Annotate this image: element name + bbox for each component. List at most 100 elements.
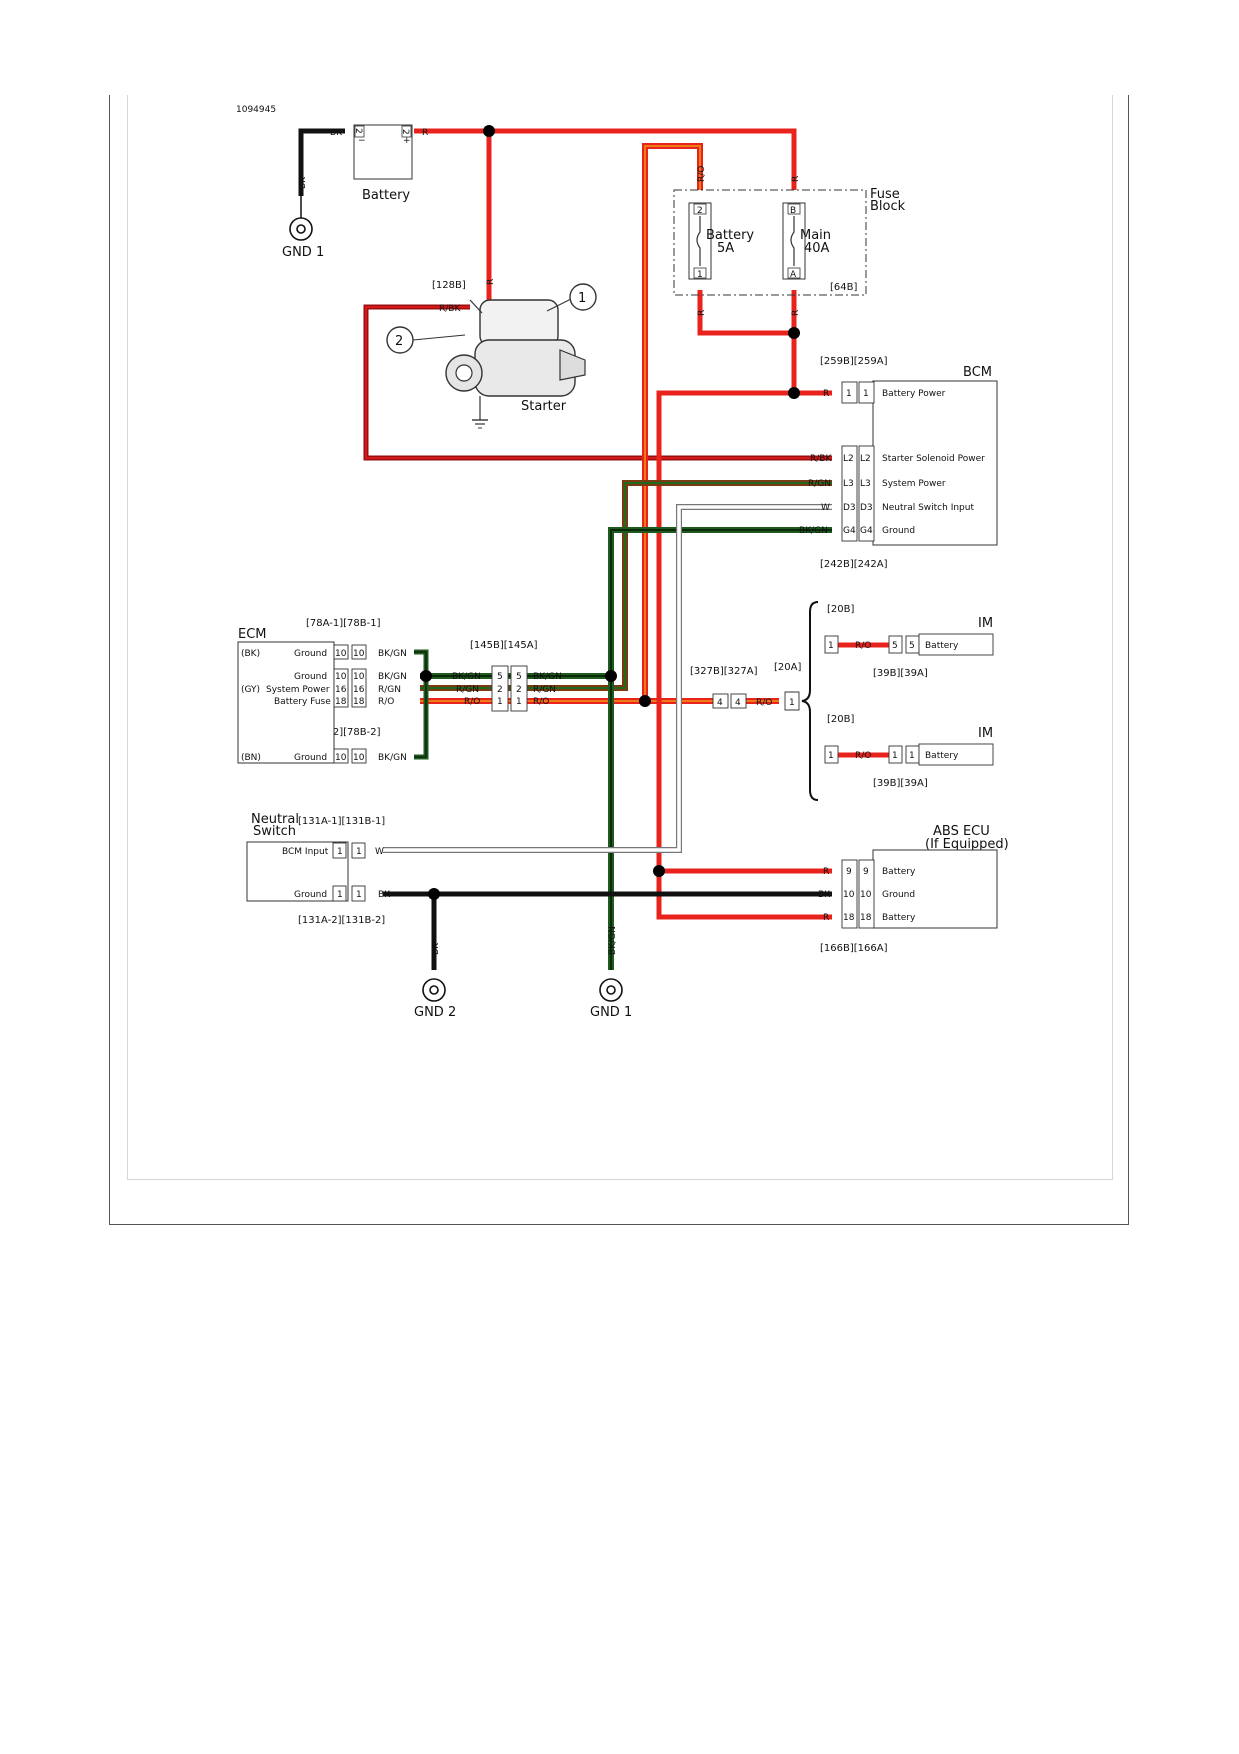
wire-code-ro: R/O bbox=[855, 751, 871, 761]
inline-connector-327: [327B][327A] [20A] 4 4 R/O 1 bbox=[690, 601, 819, 801]
neutral-connector-top: [131A-1][131B-1] bbox=[298, 816, 385, 827]
ecm-pin: 18 bbox=[353, 697, 365, 707]
wire-code-r: R bbox=[823, 913, 829, 923]
battery: 2 2 − + Battery BK R bbox=[330, 124, 428, 203]
wire-code-ro: R/O bbox=[855, 641, 871, 651]
neutral-switch: Neutral Switch [131A-1][131B-1] [131A-2]… bbox=[246, 812, 391, 926]
ecm-tag: (BN) bbox=[241, 753, 261, 763]
wire-code-bkgn: BK/GN bbox=[452, 672, 481, 682]
ecm-tag: (GY) bbox=[241, 685, 260, 695]
abs-pin: 9 bbox=[846, 867, 852, 877]
wire-code-r: R bbox=[486, 279, 496, 285]
neutral-circuit: Ground bbox=[294, 890, 327, 900]
page-frame bbox=[109, 95, 1129, 1225]
bcm-pin: G4 bbox=[860, 526, 873, 536]
ecm-circuit: Ground bbox=[294, 753, 327, 763]
bcm-circuit: Starter Solenoid Power bbox=[882, 454, 985, 464]
wire-code-ro: R/O bbox=[464, 697, 480, 707]
fuse-main-rating: 40A bbox=[804, 241, 830, 256]
abs-connector: [166B][166A] bbox=[820, 943, 888, 954]
neutral-pin: 1 bbox=[356, 890, 362, 900]
ecm-connector-top: [78A-1][78B-1] bbox=[306, 618, 381, 629]
starter-label: Starter bbox=[521, 399, 567, 414]
starter: [128B] R R/BK Starter 1 2 bbox=[386, 279, 597, 429]
wire-code-bk: BK bbox=[298, 176, 308, 189]
battery-pin-minus: 2 bbox=[353, 128, 363, 134]
gnd1-bottom-label: GND 1 bbox=[590, 1005, 632, 1020]
im-pin: 5 bbox=[909, 641, 915, 651]
wires bbox=[298, 128, 894, 970]
callout-2-label: 2 bbox=[395, 334, 403, 349]
wire-code-bkgn: BK/GN bbox=[533, 672, 562, 682]
splice-dot bbox=[483, 125, 495, 137]
wire-code-r: R bbox=[791, 176, 801, 182]
bcm: [259B][259A] [242B][242A] BCM 1 1 L2 L2 … bbox=[799, 356, 998, 570]
splice-connector-145: [145B][145A] 5 5 2 2 1 1 BK/GN R/GN R/O … bbox=[452, 640, 562, 712]
wire-code-rgn: R/GN bbox=[808, 479, 831, 489]
ecm: ECM [78A-1][78B-1] [78A-2][78B-2] 10 10 … bbox=[237, 618, 407, 764]
fuse-pin: A bbox=[790, 270, 797, 280]
abs-circuit: Ground bbox=[882, 890, 915, 900]
im-top: [20B] IM 1 R/O 5 5 Battery [39B][39A] bbox=[824, 604, 994, 679]
gnd2: BK GND 2 bbox=[414, 942, 456, 1020]
fuse-main-name: Main bbox=[800, 228, 831, 243]
battery-label: Battery bbox=[362, 188, 410, 203]
wire-battery-fuse-out bbox=[697, 290, 794, 336]
figure-id: 1094945 bbox=[236, 105, 276, 115]
wire-code-bkgn: BK/GN bbox=[378, 649, 407, 659]
gnd2-label: GND 2 bbox=[414, 1005, 456, 1020]
gnd1-top-label: GND 1 bbox=[282, 245, 324, 260]
inline-pin: 4 bbox=[735, 698, 741, 708]
fuse-pin: 1 bbox=[697, 270, 703, 280]
ecm-pin: 10 bbox=[335, 672, 347, 682]
bcm-pin: G4 bbox=[843, 526, 856, 536]
wire-code-rgn: R/GN bbox=[456, 685, 479, 695]
callout-2 bbox=[386, 326, 414, 354]
wire-ecm-ground-bus-stripe bbox=[414, 651, 427, 758]
splice-dot bbox=[788, 387, 800, 399]
splice-dot bbox=[639, 695, 651, 707]
neutral-connector-bottom: [131A-2][131B-2] bbox=[298, 915, 385, 926]
neutral-circuit: BCM Input bbox=[282, 847, 329, 857]
wire-code-rbk: R/BK bbox=[439, 304, 461, 314]
gnd1-bottom: BK/GN GND 1 bbox=[590, 926, 632, 1020]
starter-solenoid-icon bbox=[479, 299, 559, 347]
ecm-connector-bottom: [78A-2][78B-2] bbox=[306, 727, 381, 738]
inline-connector: [327B][327A] bbox=[690, 666, 758, 677]
neutral-label-2: Switch bbox=[253, 824, 296, 839]
wire-code-ro: R/O bbox=[697, 166, 707, 182]
im-pin: 1 bbox=[828, 641, 834, 651]
bcm-label: BCM bbox=[963, 365, 992, 380]
ground-icon bbox=[599, 978, 623, 1002]
wire-r-abs-feed bbox=[656, 390, 832, 920]
fuse-battery-name: Battery bbox=[706, 228, 754, 243]
bcm-pin: L3 bbox=[843, 479, 854, 489]
wire-code-bk: BK bbox=[330, 128, 343, 138]
wire-code-bkgn: BK/GN bbox=[799, 526, 828, 536]
ecm-circuit: Ground bbox=[294, 649, 327, 659]
neutral-pin: 1 bbox=[337, 847, 343, 857]
im-top-label: IM bbox=[978, 616, 993, 631]
wire-code-bkgn: BK/GN bbox=[608, 926, 618, 955]
im-pin: 1 bbox=[828, 751, 834, 761]
abs-pin: 9 bbox=[863, 867, 869, 877]
bcm-circuit: Ground bbox=[882, 526, 915, 536]
fuse-block-label-2: Block bbox=[870, 199, 906, 214]
ecm-tag: (BK) bbox=[241, 649, 260, 659]
wire-code-w: W bbox=[821, 503, 830, 513]
im-bottom: [20B] IM 1 R/O 1 1 Battery [39B][39A] bbox=[824, 714, 994, 789]
splice-dot bbox=[428, 888, 440, 900]
splice-dots bbox=[420, 125, 800, 900]
svg-text:−: − bbox=[358, 136, 366, 146]
splice-pin: 5 bbox=[497, 672, 503, 682]
wire-code-ro: R/O bbox=[378, 697, 394, 707]
wire-code-bk: BK bbox=[431, 942, 441, 955]
wire-code-bkgn: BK/GN bbox=[378, 672, 407, 682]
bcm-connector-top: [259B][259A] bbox=[820, 356, 888, 367]
ecm-pin: 10 bbox=[353, 672, 365, 682]
wire-code-r: R bbox=[422, 128, 428, 138]
splice-pin: 1 bbox=[497, 697, 503, 707]
bcm-pin: L2 bbox=[843, 454, 854, 464]
splice-connector: [145B][145A] bbox=[470, 640, 538, 651]
fuse-pin: 2 bbox=[697, 206, 703, 216]
